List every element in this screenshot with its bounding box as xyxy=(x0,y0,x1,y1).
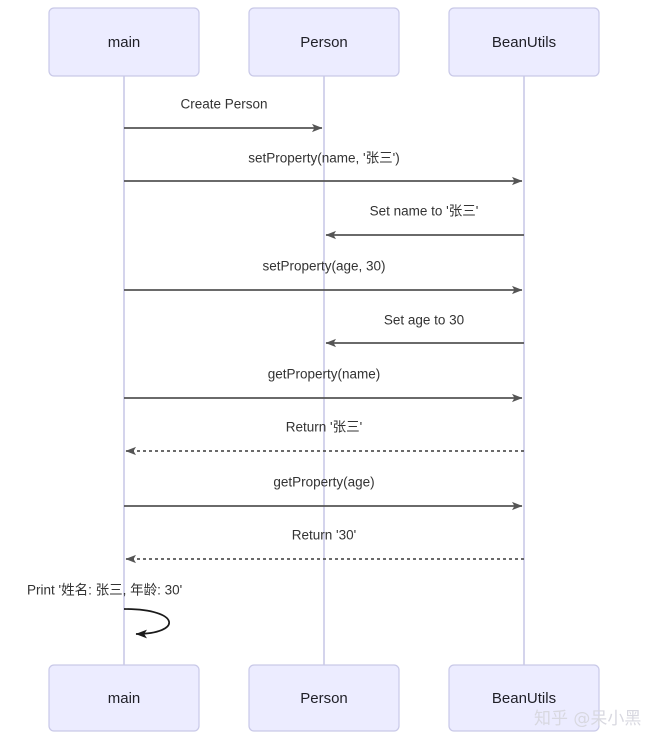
participants-header: main Person BeanUtils xyxy=(48,7,600,77)
lifeline-group xyxy=(123,76,525,665)
participant-main-top[interactable]: main xyxy=(48,7,200,77)
message-group: Create Person setProperty(name, '张三') Set … xyxy=(124,97,524,564)
participant-label: BeanUtils xyxy=(492,34,556,51)
participant-box xyxy=(248,664,400,732)
message-label: setProperty(name, '张三') xyxy=(248,151,399,166)
participant-label: Person xyxy=(300,34,348,51)
participant-box xyxy=(448,7,600,77)
message-6[interactable]: getProperty(name) xyxy=(124,367,523,403)
self-message-group: Print '姓名: 张三, 年龄: 30' xyxy=(27,583,182,639)
message-label: setProperty(age, 30) xyxy=(262,259,385,274)
participant-label: main xyxy=(108,34,141,51)
participant-person-bottom[interactable]: Person xyxy=(248,664,400,732)
message-label: Return '张三' xyxy=(286,420,362,435)
message-label: Return '30' xyxy=(292,528,356,543)
participant-beanutils-top[interactable]: BeanUtils xyxy=(448,7,600,77)
message-label: Create Person xyxy=(180,97,267,112)
watermark: 知乎 @呆小黑 xyxy=(534,709,641,729)
message-9[interactable]: Return '30' xyxy=(125,528,524,564)
message-4[interactable]: setProperty(age, 30) xyxy=(124,259,523,295)
participant-beanutils-bottom[interactable]: BeanUtils xyxy=(448,664,600,732)
message-3[interactable]: Set name to '张三' xyxy=(325,204,524,240)
message-label: getProperty(age) xyxy=(273,475,374,490)
self-message-loop xyxy=(123,608,170,639)
participant-box xyxy=(448,664,600,732)
message-label: Set name to '张三' xyxy=(370,204,479,219)
message-label: getProperty(name) xyxy=(268,367,381,382)
message-8[interactable]: getProperty(age) xyxy=(124,475,523,511)
self-message-label: Print '姓名: 张三, 年龄: 30' xyxy=(27,583,182,598)
message-2[interactable]: setProperty(name, '张三') xyxy=(124,151,523,186)
self-message[interactable]: Print '姓名: 张三, 年龄: 30' xyxy=(27,583,182,639)
message-1[interactable]: Create Person xyxy=(124,97,323,133)
participant-label: Person xyxy=(300,690,348,707)
message-7[interactable]: Return '张三' xyxy=(125,420,524,456)
participant-person-top[interactable]: Person xyxy=(248,7,400,77)
participant-label: main xyxy=(108,690,141,707)
message-5[interactable]: Set age to 30 xyxy=(325,313,524,348)
message-label: Set age to 30 xyxy=(384,313,464,328)
participant-label: BeanUtils xyxy=(492,690,556,707)
watermark-text: 知乎 @呆小黑 xyxy=(534,709,641,729)
participant-box xyxy=(48,7,200,77)
participant-main-bottom[interactable]: main xyxy=(48,664,200,732)
participant-box xyxy=(248,7,400,77)
participant-box xyxy=(48,664,200,732)
participants-footer: main Person BeanUtils xyxy=(48,664,600,732)
